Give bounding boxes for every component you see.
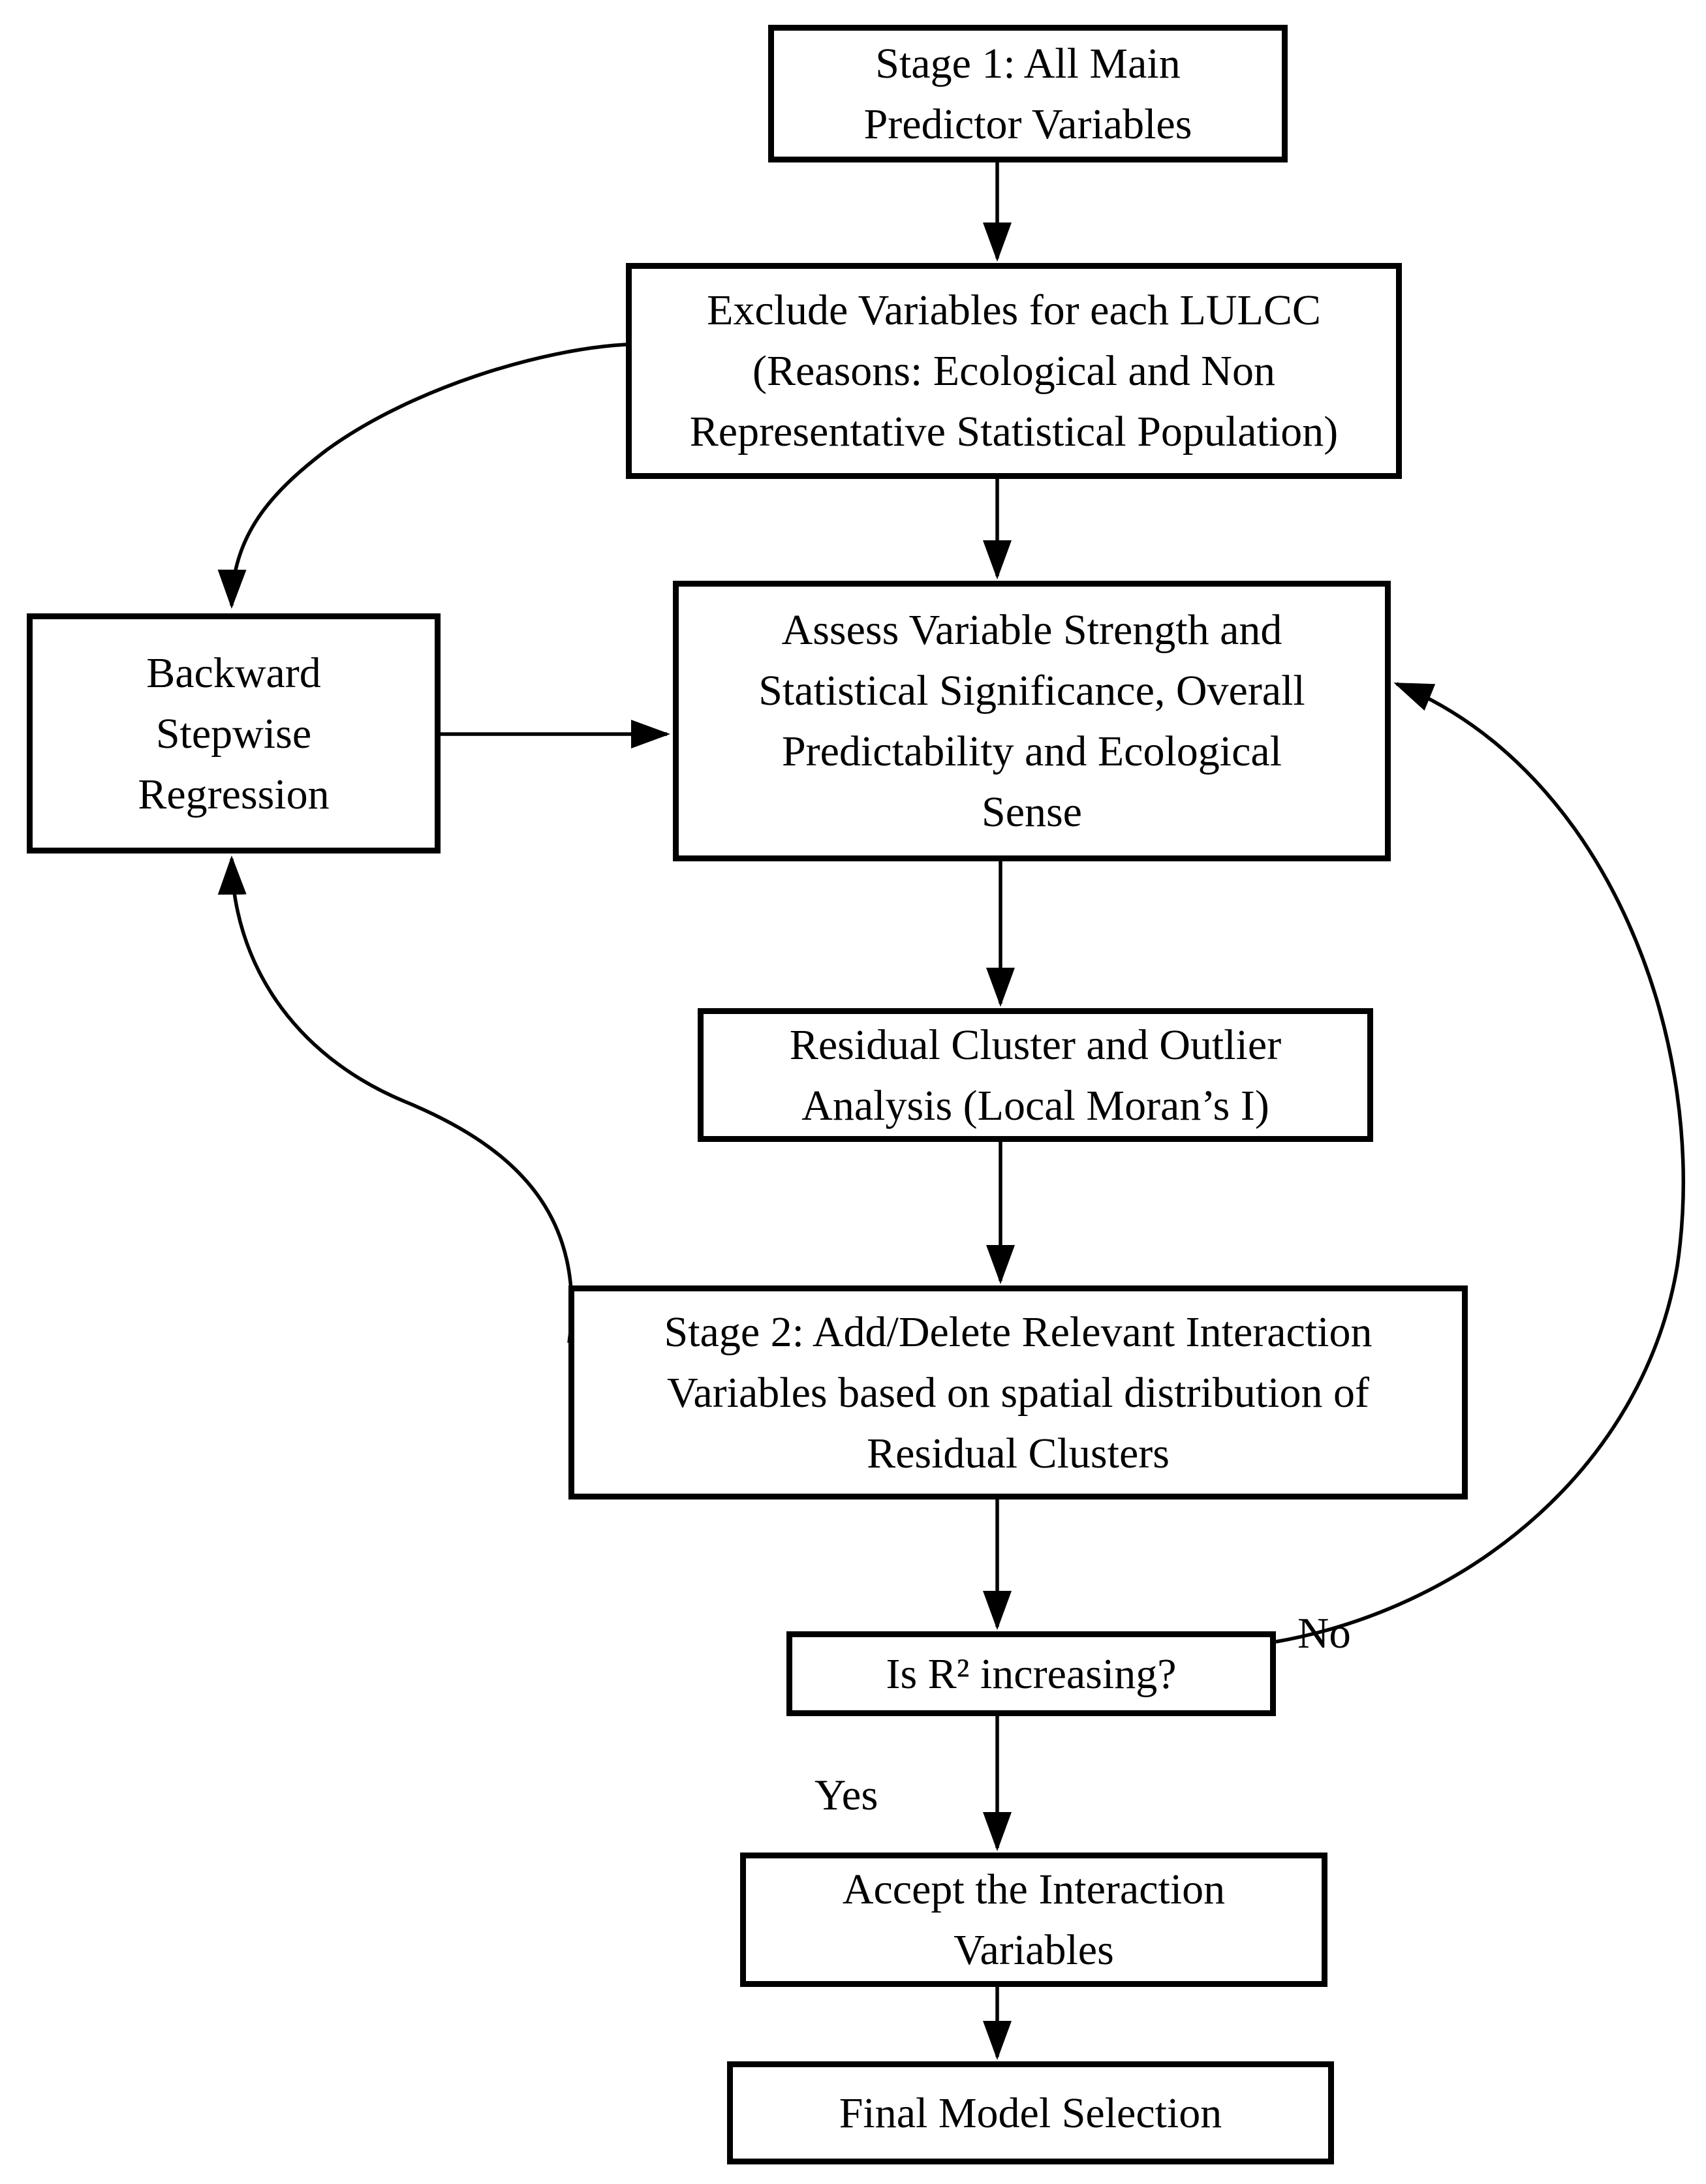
box-label-line: Residual Clusters <box>867 1429 1170 1477</box>
residual-cluster-analysis-box: Residual Cluster and Outlier Analysis (L… <box>698 1008 1373 1142</box>
arrow-decision-no-to-assess-curve <box>1275 682 1685 1644</box>
exclude-variables-box: Exclude Variables for each LULCC (Reason… <box>626 263 1402 479</box>
arrow-stage2-to-backward-curve <box>217 855 574 1344</box>
box-label-line: Sense <box>982 788 1082 836</box>
box-label-line: Stepwise <box>155 709 312 758</box>
box-label-line: Analysis (Local Moran’s I) <box>801 1081 1269 1130</box>
backward-stepwise-regression-box: Backward Stepwise Regression <box>27 613 441 854</box>
box-label-line: Backward <box>146 649 321 697</box>
box-label-line: Is R² increasing? <box>886 1650 1177 1698</box>
box-label-line: Stage 2: Add/Delete Relevant Interaction <box>664 1308 1373 1356</box>
arrow-exclude-to-backward-curve <box>217 343 627 609</box>
no-edge-label: No <box>1297 1609 1351 1657</box>
assess-variable-strength-box: Assess Variable Strength and Statistical… <box>673 581 1391 861</box>
box-label-line: Variables based on spatial distribution … <box>667 1368 1369 1417</box>
box-label-line: Stage 1: All Main <box>875 39 1181 87</box>
box-label-line: Accept the Interaction <box>842 1866 1226 1913</box>
box-label-line: Assess Variable Strength and <box>781 606 1282 654</box>
box-label-line: Regression <box>138 770 330 818</box>
accept-interaction-variables-box: Accept the Interaction Variables <box>740 1853 1327 1987</box>
box-label-line: Predictability and Ecological <box>781 728 1282 775</box>
final-model-selection-box: Final Model Selection <box>727 2061 1334 2164</box>
box-label-line: Representative Statistical Population) <box>689 408 1339 455</box>
box-label-line: Predictor Variables <box>863 100 1192 148</box>
box-label-line: Statistical Significance, Overall <box>758 667 1305 715</box>
box-label-line: Residual Cluster and Outlier <box>789 1021 1282 1069</box>
box-label-line: (Reasons: Ecological and Non <box>752 347 1275 395</box>
stage2-interaction-variables-box: Stage 2: Add/Delete Relevant Interaction… <box>568 1285 1468 1500</box>
yes-edge-label: Yes <box>814 1771 878 1819</box>
box-label-line: Final Model Selection <box>839 2089 1222 2137</box>
stage1-predictor-variables-box: Stage 1: All Main Predictor Variables <box>768 25 1288 162</box>
box-label-line: Variables <box>954 1926 1114 1974</box>
box-label-line: Exclude Variables for each LULCC <box>707 286 1321 334</box>
r-squared-decision-box: Is R² increasing? <box>786 1631 1276 1716</box>
